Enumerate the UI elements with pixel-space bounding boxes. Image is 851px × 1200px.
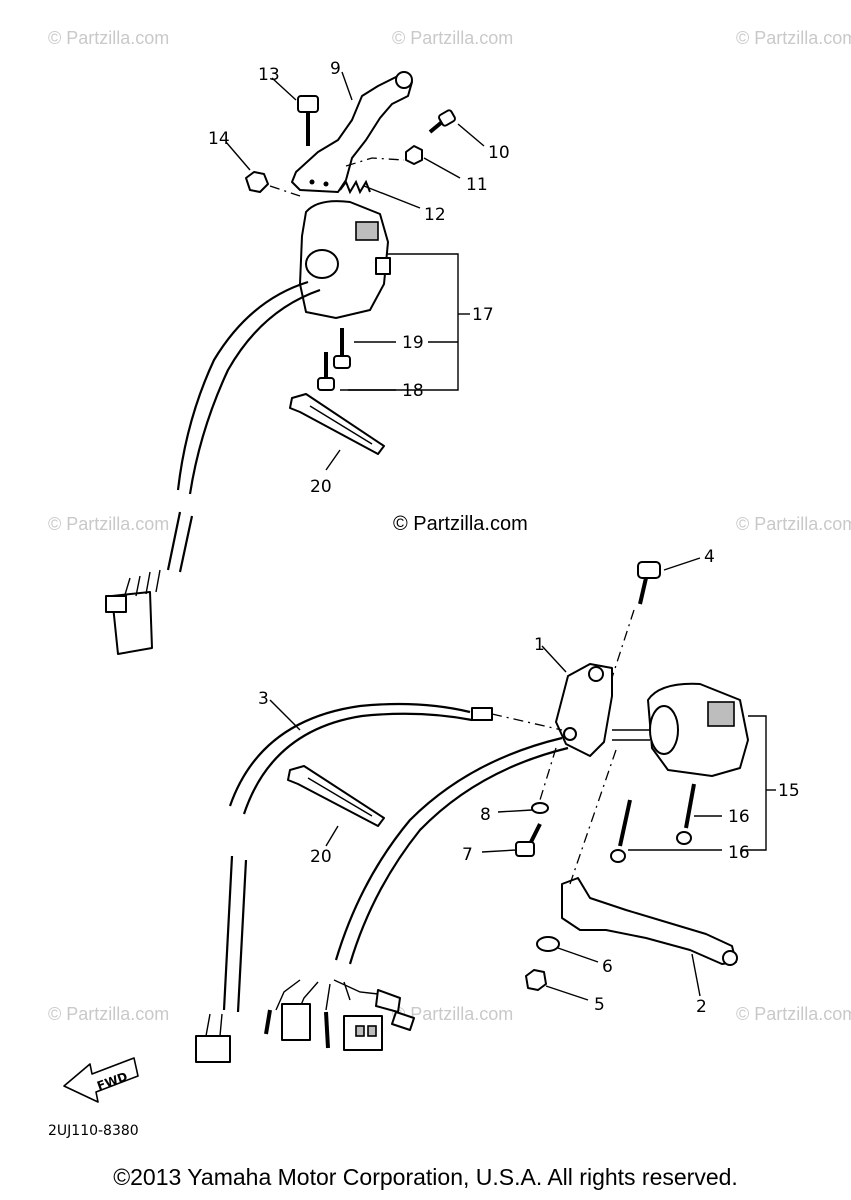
watermark-mid-right: © Partzilla.com xyxy=(736,514,851,534)
callout-20-upper: 20 xyxy=(310,477,332,497)
copyright-notice: ©2013 Yamaha Motor Corporation, U.S.A. A… xyxy=(113,1164,738,1190)
callout-2: 2 xyxy=(696,997,707,1017)
callout-19: 19 xyxy=(402,333,424,353)
lever-9 xyxy=(291,71,413,193)
callout-14: 14 xyxy=(208,129,230,149)
washer-8 xyxy=(531,802,549,814)
cable-3 xyxy=(222,702,563,1013)
upper-connector xyxy=(105,569,161,655)
cable-tie-20-upper xyxy=(289,393,385,455)
watermark-mid-left: © Partzilla.com xyxy=(48,514,169,534)
callout-15: 15 xyxy=(778,781,800,801)
callout-6: 6 xyxy=(602,957,613,977)
screw-19 xyxy=(333,328,351,369)
bolt-13 xyxy=(297,95,319,146)
cable-3-connector xyxy=(195,1013,231,1063)
watermark-bottom-left: © Partzilla.com xyxy=(48,1004,169,1024)
switch-housing-17 xyxy=(299,200,391,319)
callout-7: 7 xyxy=(462,845,473,865)
callout-12: 12 xyxy=(424,205,446,225)
callout-5: 5 xyxy=(594,995,605,1015)
switch-housing-15 xyxy=(612,682,749,777)
upper-harness-wire xyxy=(176,280,309,491)
callout-11: 11 xyxy=(466,175,488,195)
callout-20-lower: 20 xyxy=(310,847,332,867)
callout-16-lower: 16 xyxy=(728,843,750,863)
watermark-top-center: © Partzilla.com xyxy=(392,28,513,48)
fwd-arrow-icon: FWD xyxy=(63,1057,139,1103)
lever-bracket-1 xyxy=(555,663,613,757)
callout-13: 13 xyxy=(258,65,280,85)
screw-16-upper xyxy=(676,783,696,845)
bolt-7 xyxy=(515,823,542,857)
lever-2 xyxy=(561,877,738,966)
screw-18 xyxy=(317,352,335,391)
nut-5 xyxy=(525,969,547,991)
watermark-top-right: © Partzilla.com xyxy=(736,28,851,48)
watermark-bottom-center: © Partzilla.com xyxy=(392,1004,513,1024)
spring-12 xyxy=(339,179,371,195)
screw-10 xyxy=(428,109,456,134)
lower-connectors xyxy=(264,979,415,1051)
callout-16-upper: 16 xyxy=(728,807,750,827)
callout-10: 10 xyxy=(488,143,510,163)
callout-8: 8 xyxy=(480,805,491,825)
diagram-code: 2UJ110-8380 xyxy=(48,1123,139,1139)
nut-11 xyxy=(405,145,423,165)
callout-17: 17 xyxy=(472,305,494,325)
watermark-top-left: © Partzilla.com xyxy=(48,28,169,48)
callout-4: 4 xyxy=(704,547,715,567)
lower-harness-wire xyxy=(334,736,563,961)
nut-14 xyxy=(245,171,269,193)
watermark-center: © Partzilla.com xyxy=(393,513,528,535)
bolt-4 xyxy=(637,561,661,605)
callout-9: 9 xyxy=(330,59,341,79)
watermark-bottom-right: © Partzilla.com xyxy=(736,1004,851,1024)
screw-16-lower xyxy=(610,799,632,863)
callout-1: 1 xyxy=(534,635,545,655)
callout-18: 18 xyxy=(402,381,424,401)
o-ring-6 xyxy=(536,936,560,952)
callout-3: 3 xyxy=(258,689,269,709)
cable-tie-20-lower xyxy=(287,765,385,827)
